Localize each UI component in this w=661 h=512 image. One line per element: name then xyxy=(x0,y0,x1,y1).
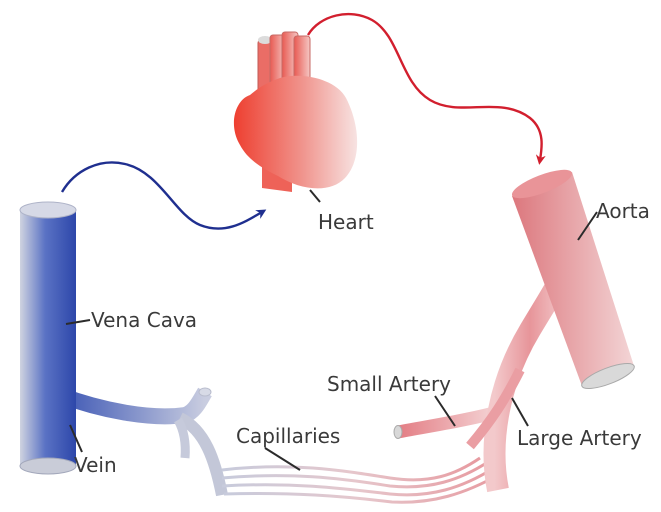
vena-cava-vessel xyxy=(20,202,76,474)
curved-arrow-icon xyxy=(62,162,262,228)
label-capillaries: Capillaries xyxy=(236,424,340,448)
large-artery-vessel xyxy=(470,268,565,490)
capillary-vessels xyxy=(222,458,500,502)
vein-branch-upper-end xyxy=(199,388,211,396)
label-small-artery: Small Artery xyxy=(327,372,451,396)
label-vena-cava: Vena Cava xyxy=(91,308,197,332)
label-large-artery: Large Artery xyxy=(517,426,642,450)
label-aorta: Aorta xyxy=(596,199,650,223)
heart-organ xyxy=(234,32,357,192)
vein-vessels xyxy=(60,388,222,495)
vein-branch-upper xyxy=(60,392,205,416)
label-vein: Vein xyxy=(74,453,117,477)
label-heart: Heart xyxy=(318,210,374,234)
vein-branch-stub xyxy=(178,420,185,458)
